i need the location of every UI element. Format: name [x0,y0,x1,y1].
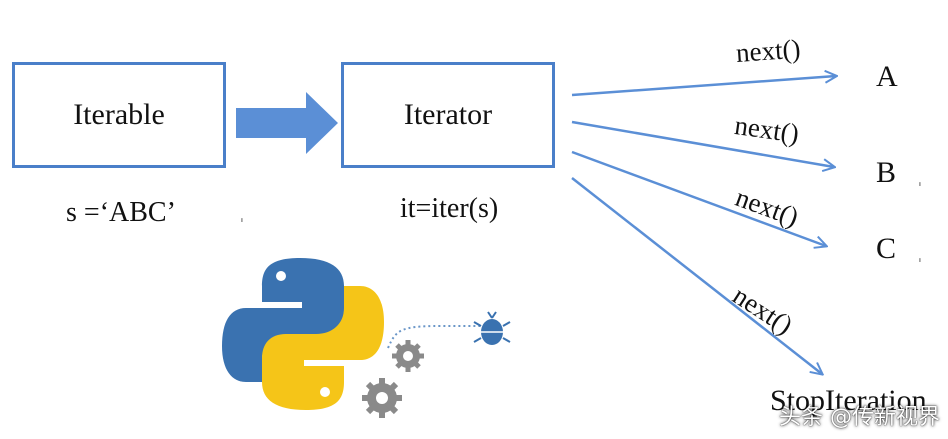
next-arrow-c [571,150,826,246]
next-arrow-a [571,76,836,97]
large-gear-icon [362,378,402,418]
python-logo-icon [222,258,384,410]
iterator-label: Iterator [403,98,493,131]
flow-arrow-icon [236,92,338,154]
iterable-label: Iterable [73,98,165,131]
source-code-label: s =‘ABC’ [66,197,176,228]
dotted-connector [387,325,480,349]
iterator-node: Iterator [341,62,555,168]
iterable-node: Iterable [12,62,226,168]
watermark: 头条 @传新视界 [779,405,940,430]
iter-code-label: it=iter(s) [400,193,499,224]
cursor-mark: ˌ [240,208,244,224]
next-arrow-b [571,120,834,167]
result-stop-iteration: StopIteration [770,384,927,417]
next-arrow-stop [571,177,822,374]
gear-icon [392,340,424,372]
next-call-label: next() [735,33,802,68]
bug-icon [473,311,511,345]
result-b: B [876,156,897,189]
result-a: A [876,60,898,93]
cursor-mark: ˌ [918,248,922,264]
cursor-mark: ˌ [918,172,922,188]
result-c: C [876,232,897,265]
